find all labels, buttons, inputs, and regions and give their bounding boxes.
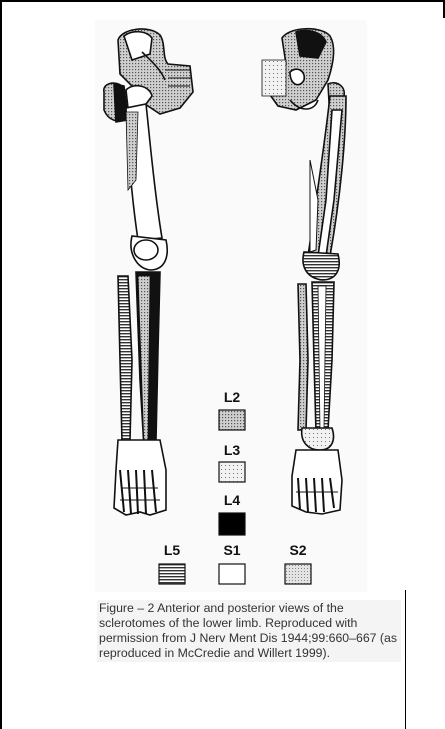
- legend: L2 L3 L4 L5 S1 S2: [159, 389, 311, 584]
- legend-swatch-s2: [285, 564, 311, 584]
- legend-label-l4: L4: [224, 492, 241, 508]
- anterior-fibula: [118, 276, 132, 442]
- legend-label-l3: L3: [224, 442, 241, 458]
- figure-caption: Figure – 2 Anterior and posterior views …: [97, 600, 401, 662]
- frame-divider: [405, 590, 406, 729]
- legend-swatch-l4: [219, 513, 245, 535]
- legend-swatch-s1: [219, 564, 245, 584]
- anterior-foot: [114, 440, 166, 515]
- legend-label-s2: S2: [289, 542, 306, 558]
- legend-label-s1: S1: [223, 542, 240, 558]
- anterior-limb: [104, 29, 193, 515]
- posterior-limb: [262, 29, 346, 514]
- legend-swatch-l2: [219, 410, 245, 430]
- legend-label-l5: L5: [164, 542, 181, 558]
- legend-swatch-l5: [159, 564, 185, 584]
- legend-label-l2: L2: [224, 389, 241, 405]
- legend-swatch-l3: [219, 462, 245, 482]
- posterior-fibula: [298, 284, 308, 430]
